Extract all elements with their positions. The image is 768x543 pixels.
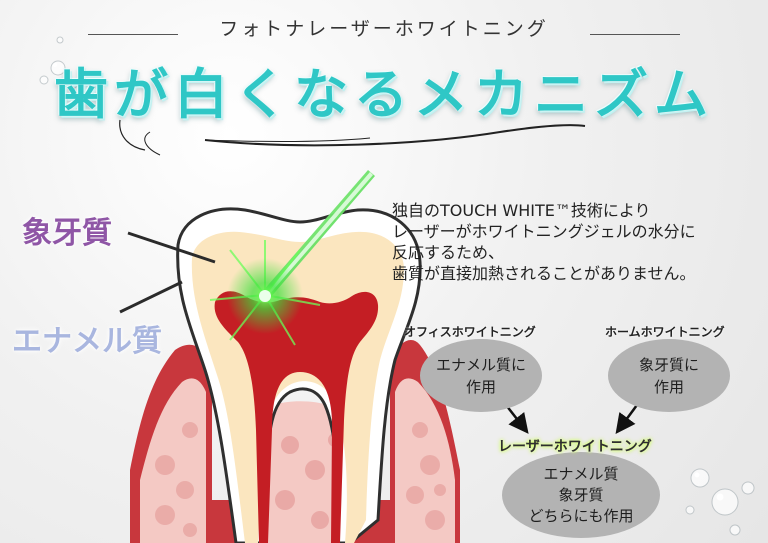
- description-line: 反応するため、: [392, 243, 505, 262]
- laser-whitening-ellipse: エナメル質 象牙質 どちらにも作用: [502, 452, 660, 538]
- description-line: 歯質が直接加熱されることがありません。: [392, 264, 696, 283]
- ellipse-line: エナメル質に: [435, 355, 526, 374]
- dentin-label: 象牙質: [22, 216, 112, 251]
- home-whitening-ellipse: 象牙質に 作用: [608, 339, 730, 412]
- home-whitening-caption: ホームホワイトニング: [605, 325, 725, 339]
- office-whitening-ellipse: エナメル質に 作用: [420, 339, 542, 412]
- dentin-pointer-line: [127, 231, 216, 264]
- laser-whitening-caption: レーザーホワイトニング: [498, 439, 652, 455]
- ellipse-line: 象牙質: [558, 485, 604, 504]
- arrow-home-to-laser: [615, 404, 639, 435]
- page-title: 歯が白くなるメカニズム: [54, 63, 714, 126]
- technology-description: 独自のTOUCH WHITE™技術により レーザーがホワイトニングジェルの水分に…: [392, 200, 696, 284]
- subtitle: フォトナレーザーホワイトニング: [219, 18, 549, 40]
- enamel-label: エナメル質: [12, 324, 162, 359]
- subtitle-right-rule: [590, 34, 680, 35]
- office-whitening-caption: オフィスホワイトニング: [404, 325, 536, 339]
- arrow-office-to-laser: [505, 404, 529, 434]
- tooth-pulp: [214, 291, 379, 543]
- ellipse-line: 作用: [653, 377, 684, 396]
- ellipse-line: どちらにも作用: [528, 506, 634, 525]
- ellipse-line: 象牙質に: [638, 355, 699, 374]
- ellipse-line: 作用: [465, 377, 496, 396]
- ellipse-line: エナメル質: [543, 464, 619, 483]
- description-line: 独自のTOUCH WHITE™技術により: [392, 201, 651, 220]
- subtitle-left-rule: [88, 34, 178, 35]
- description-line: レーザーがホワイトニングジェルの水分に: [392, 222, 696, 241]
- enamel-pointer-line: [119, 280, 183, 314]
